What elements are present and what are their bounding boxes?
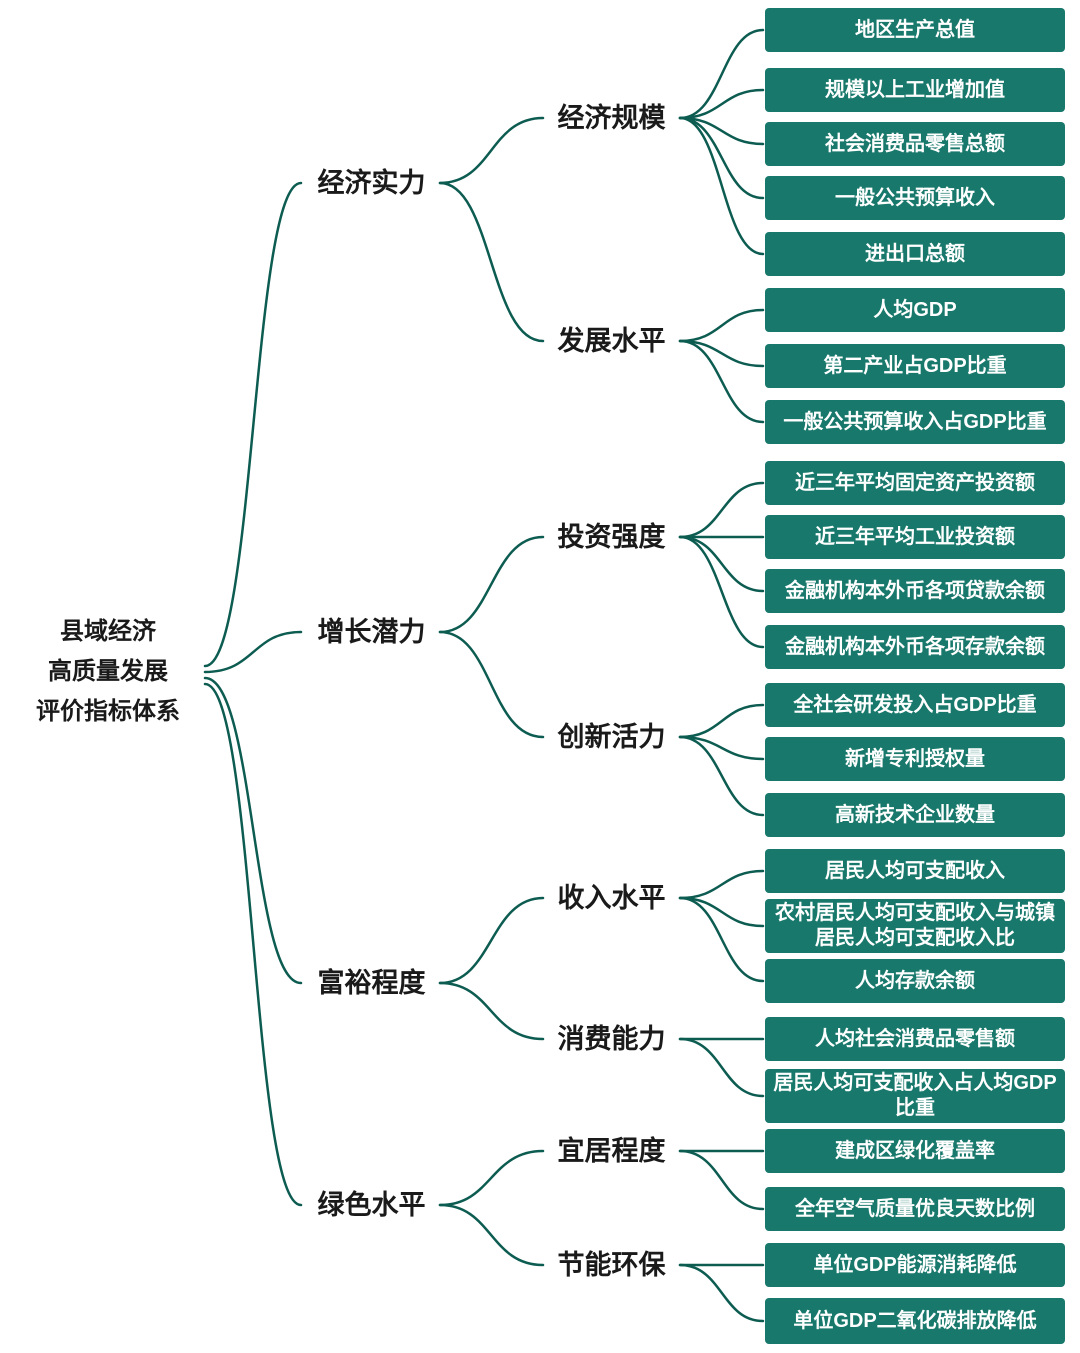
indicator-box: 新增专利授权量: [765, 737, 1065, 781]
indicator-box: 居民人均可支配收入占人均GDP比重: [765, 1069, 1065, 1123]
indicator-box: 建成区绿化覆盖率: [765, 1129, 1065, 1173]
root-line: 县域经济: [60, 618, 156, 645]
indicator-box: 全年空气质量优良天数比例: [765, 1187, 1065, 1231]
indicator-box: 全社会研发投入占GDP比重: [765, 683, 1065, 727]
root-node: 县域经济 高质量发展 评价指标体系: [10, 612, 206, 732]
indicator-box: 近三年平均固定资产投资额: [765, 461, 1065, 505]
indicator-box: 金融机构本外币各项贷款余额: [765, 569, 1065, 613]
subbranch-label-energy-environment: 节能环保: [557, 1250, 666, 1280]
indicator-box: 近三年平均工业投资额: [765, 515, 1065, 559]
branch-label-economic-strength: 经济实力: [317, 168, 426, 198]
indicator-box: 金融机构本外币各项存款余额: [765, 625, 1065, 669]
subbranch-label-investment-intensity: 投资强度: [557, 522, 666, 552]
indicator-box: 第二产业占GDP比重: [765, 344, 1065, 388]
subbranch-label-innovation-vitality: 创新活力: [557, 722, 666, 752]
subbranch-label-economic-scale: 经济规模: [557, 103, 666, 133]
indicator-box: 单位GDP能源消耗降低: [765, 1243, 1065, 1287]
subbranch-label-livability: 宜居程度: [557, 1136, 666, 1166]
indicator-box: 单位GDP二氧化碳排放降低: [765, 1298, 1065, 1344]
subbranch-label-development-level: 发展水平: [557, 326, 666, 356]
indicator-box: 农村居民人均可支配收入与城镇居民人均可支配收入比: [765, 899, 1065, 953]
subbranch-label-income-level: 收入水平: [557, 883, 666, 913]
indicator-box: 社会消费品零售总额: [765, 122, 1065, 166]
branch-label-green-level: 绿色水平: [317, 1190, 426, 1220]
indicator-box: 一般公共预算收入: [765, 176, 1065, 220]
indicator-box: 一般公共预算收入占GDP比重: [765, 400, 1065, 444]
root-line: 评价指标体系: [36, 698, 180, 725]
branch-label-growth-potential: 增长潜力: [317, 617, 426, 647]
indicator-box: 居民人均可支配收入: [765, 849, 1065, 893]
indicator-box: 高新技术企业数量: [765, 793, 1065, 837]
branch-label-affluence: 富裕程度: [317, 968, 426, 998]
indicator-box: 规模以上工业增加值: [765, 68, 1065, 112]
indicator-box: 地区生产总值: [765, 8, 1065, 52]
indicator-box: 人均存款余额: [765, 959, 1065, 1003]
subbranch-label-consumption-capacity: 消费能力: [557, 1024, 666, 1054]
indicator-box: 人均社会消费品零售额: [765, 1017, 1065, 1061]
indicator-box: 人均GDP: [765, 288, 1065, 332]
indicator-box: 进出口总额: [765, 232, 1065, 276]
root-line: 高质量发展: [48, 658, 168, 685]
